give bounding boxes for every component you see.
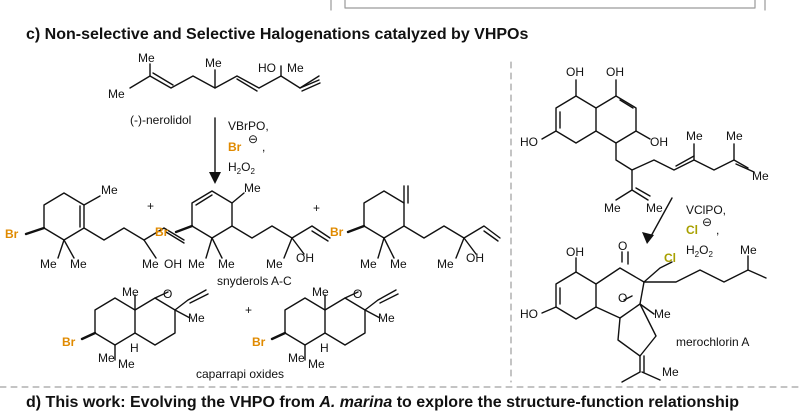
products-name-1: snyderols A-C: [217, 274, 292, 288]
substrate-name: (-)-nerolidol: [130, 113, 191, 127]
label-me-c: Me: [205, 56, 222, 70]
reagent-halide: Br: [228, 140, 242, 154]
label-me-cap2a: Me: [312, 285, 329, 299]
reagent-comma: ,: [262, 140, 265, 154]
label-me-p1b: Me: [40, 257, 57, 271]
label-oh-r2: OH: [606, 65, 624, 79]
label-me-r5: Me: [646, 201, 663, 215]
reaction-arrow-right: [649, 197, 673, 239]
label-me-cap1a: Me: [122, 285, 139, 299]
label-me-cap1c: Me: [98, 351, 115, 365]
reagent-enzyme: VBrPO,: [228, 119, 269, 133]
nerolidol-structure: [129, 63, 321, 92]
bromo-product-3: [346, 185, 501, 259]
section-c-title: c) Non-selective and Selective Halogenat…: [26, 26, 529, 43]
section-d-title: d) This work: Evolving the VHPO from A. …: [26, 394, 739, 411]
label-me-p3d: Me: [437, 257, 454, 271]
merochlorin-a-structure: [541, 251, 767, 383]
label-oh-r3: OH: [650, 135, 668, 149]
plus-3: +: [245, 303, 252, 317]
label-me-p2c: Me: [218, 257, 235, 271]
label-o-m1: O: [618, 239, 627, 253]
plus-2: +: [313, 201, 320, 215]
label-me-cap1d: Me: [118, 357, 135, 371]
previous-panel-edge: [330, 0, 766, 11]
label-me-p2: Me: [244, 181, 261, 195]
caparrapi-oxide-2: [270, 289, 399, 361]
label-me-a: Me: [138, 51, 155, 65]
label-h-cap1: H: [130, 341, 139, 355]
label-cl-m: Cl: [664, 251, 676, 265]
label-ho-m: HO: [520, 307, 538, 321]
label-me-p3c: Me: [390, 257, 407, 271]
species-name: A. marina: [319, 394, 393, 411]
label-me-r4: Me: [604, 201, 621, 215]
label-me-cap1b: Me: [188, 311, 205, 325]
reagent-enzyme-r: VClPO,: [686, 203, 726, 217]
label-br-p2: Br: [155, 225, 169, 239]
label-o-cap1: O: [163, 287, 172, 301]
bromo-product-2: [174, 190, 331, 259]
naphthol-substrate: [541, 79, 755, 201]
bromo-product-1: [24, 192, 185, 259]
label-o-cap2: O: [353, 287, 362, 301]
product-name-r: merochlorin A: [676, 335, 749, 349]
label-me-cap2d: Me: [308, 357, 325, 371]
label-me-m1: Me: [740, 243, 757, 257]
plus-1: +: [147, 199, 154, 213]
label-me-r3: Me: [752, 169, 769, 183]
reagent-comma-r: ,: [716, 223, 719, 237]
caparrapi-oxide-1: [80, 289, 209, 361]
label-me-m3: Me: [662, 365, 679, 379]
label-oh-r1: OH: [566, 65, 584, 79]
reagent-halide-charge: ⊖: [248, 132, 258, 146]
label-oh-p2: OH: [296, 251, 314, 265]
label-me-p1d: Me: [142, 257, 159, 271]
label-br-cap1: Br: [62, 335, 76, 349]
label-ho-r: HO: [520, 135, 538, 149]
label-me-p3b: Me: [360, 257, 377, 271]
label-br-cap2: Br: [252, 335, 266, 349]
label-me-cap2c: Me: [288, 351, 305, 365]
products-name-2: caparrapi oxides: [196, 367, 284, 381]
label-oh-p1: OH: [164, 257, 182, 271]
label-me-r2: Me: [726, 129, 743, 143]
label-me-p1c: Me: [70, 257, 87, 271]
reagent-oxidant-r: H2O2: [686, 243, 713, 259]
label-oh-m1: OH: [566, 245, 584, 259]
label-me-b: Me: [108, 87, 125, 101]
reagent-halide-r: Cl: [686, 223, 698, 237]
label-me-p2d: Me: [266, 257, 283, 271]
label-br-p3: Br: [330, 225, 344, 239]
label-me-cap2b: Me: [378, 311, 395, 325]
label-oh-p3: OH: [466, 251, 484, 265]
label-me-d: Me: [287, 61, 304, 75]
reagent-halide-charge-r: ⊖: [702, 215, 712, 229]
label-me-r1: Me: [686, 129, 703, 143]
label-me-p1: Me: [101, 183, 118, 197]
label-me-p2b: Me: [188, 257, 205, 271]
label-br-p1: Br: [5, 227, 19, 241]
label-o-m2: O: [618, 291, 627, 305]
reagent-oxidant: H2O2: [228, 160, 255, 176]
label-h-cap2: H: [320, 341, 329, 355]
label-ho: HO: [258, 61, 276, 75]
label-me-m2: Me: [654, 307, 671, 321]
